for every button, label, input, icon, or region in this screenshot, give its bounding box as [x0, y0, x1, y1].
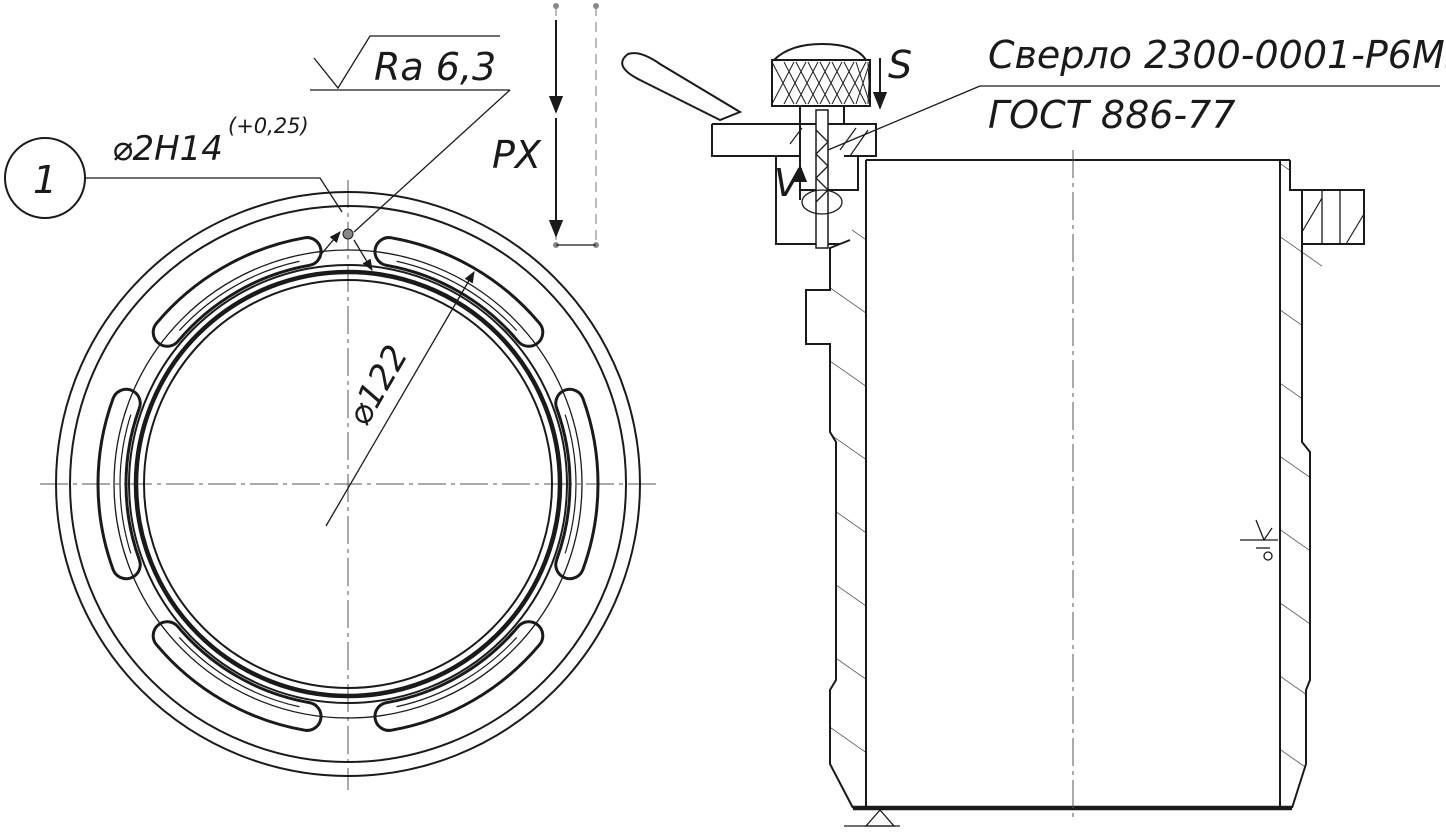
knurl-line — [855, 61, 871, 105]
knurl-line — [795, 61, 819, 105]
position-balloon — [4, 137, 86, 219]
section-view — [805, 150, 1365, 827]
base-support-symbol — [864, 809, 896, 827]
flange-slot — [373, 236, 545, 348]
position-leader-line — [84, 177, 343, 213]
bore-circle — [133, 269, 563, 699]
end-view: ⌀122 ⌀2H14 (+0,25) 1 Ra 6,3 — [4, 35, 660, 790]
flange-slot — [554, 387, 600, 581]
left-outer-contour — [805, 239, 854, 809]
jig-plate — [711, 123, 801, 157]
bore-chamfer-circle — [128, 264, 568, 704]
jig-handle — [621, 52, 743, 122]
knurl-line — [831, 61, 855, 105]
position-number: 1 — [33, 158, 57, 202]
hole-dimension-label: ⌀2H14 — [112, 129, 223, 169]
tool-standard: ГОСТ 886-77 — [988, 93, 1236, 137]
drill-jig-group — [621, 42, 877, 249]
flange-slot — [151, 620, 323, 732]
rapid-traverse-label: PX — [492, 133, 542, 177]
tool-callout — [827, 85, 1440, 151]
flange-slot-chamfer — [178, 260, 300, 331]
knurl-line — [843, 61, 867, 105]
knurl-line — [867, 61, 871, 105]
inner-bore-circle — [143, 279, 553, 689]
flange-slot — [373, 620, 545, 732]
hole-tolerance-label: (+0,25) — [228, 114, 309, 138]
flange-slot-chamfer — [396, 260, 518, 331]
flange-slot-chamfer — [119, 414, 132, 554]
roughness-symbol — [310, 35, 511, 233]
flange-slot — [151, 236, 323, 348]
flange-chamfer-circle — [69, 205, 627, 763]
feed-label: S — [888, 43, 912, 87]
right-outer-contour — [1289, 160, 1311, 809]
locating-symbol — [1240, 519, 1278, 561]
bore-dimension-line — [325, 270, 475, 527]
right-wall-hatch — [1280, 160, 1322, 808]
outer-contour-circle — [55, 191, 641, 777]
hole-arrow-left — [317, 231, 341, 259]
roughness-label: Ra 6,3 — [374, 45, 496, 89]
knurl-line — [807, 61, 831, 105]
drilled-hole — [342, 228, 354, 240]
tool-name: Сверло 2300-0001-Р6М5 — [988, 33, 1446, 77]
flange-slot-chamfer — [564, 414, 577, 554]
bore-dimension-label: ⌀122 — [339, 339, 416, 433]
knurl-line — [819, 61, 843, 105]
knurl-pattern — [771, 61, 871, 105]
hole-arrow-right — [353, 239, 373, 272]
knurl-line — [771, 61, 795, 105]
right-lug — [1301, 189, 1365, 245]
knurl-line — [783, 61, 807, 105]
slot-group — [96, 236, 600, 732]
flange-slot-chamfer — [178, 637, 300, 708]
flange-slot — [96, 387, 142, 581]
rapid-traverse-group: PX — [492, 3, 599, 248]
slot-pitch-circle — [113, 249, 583, 719]
speed-label: V — [774, 161, 803, 205]
drill-bushing — [799, 156, 859, 191]
flange-slot-chamfer — [396, 637, 518, 708]
